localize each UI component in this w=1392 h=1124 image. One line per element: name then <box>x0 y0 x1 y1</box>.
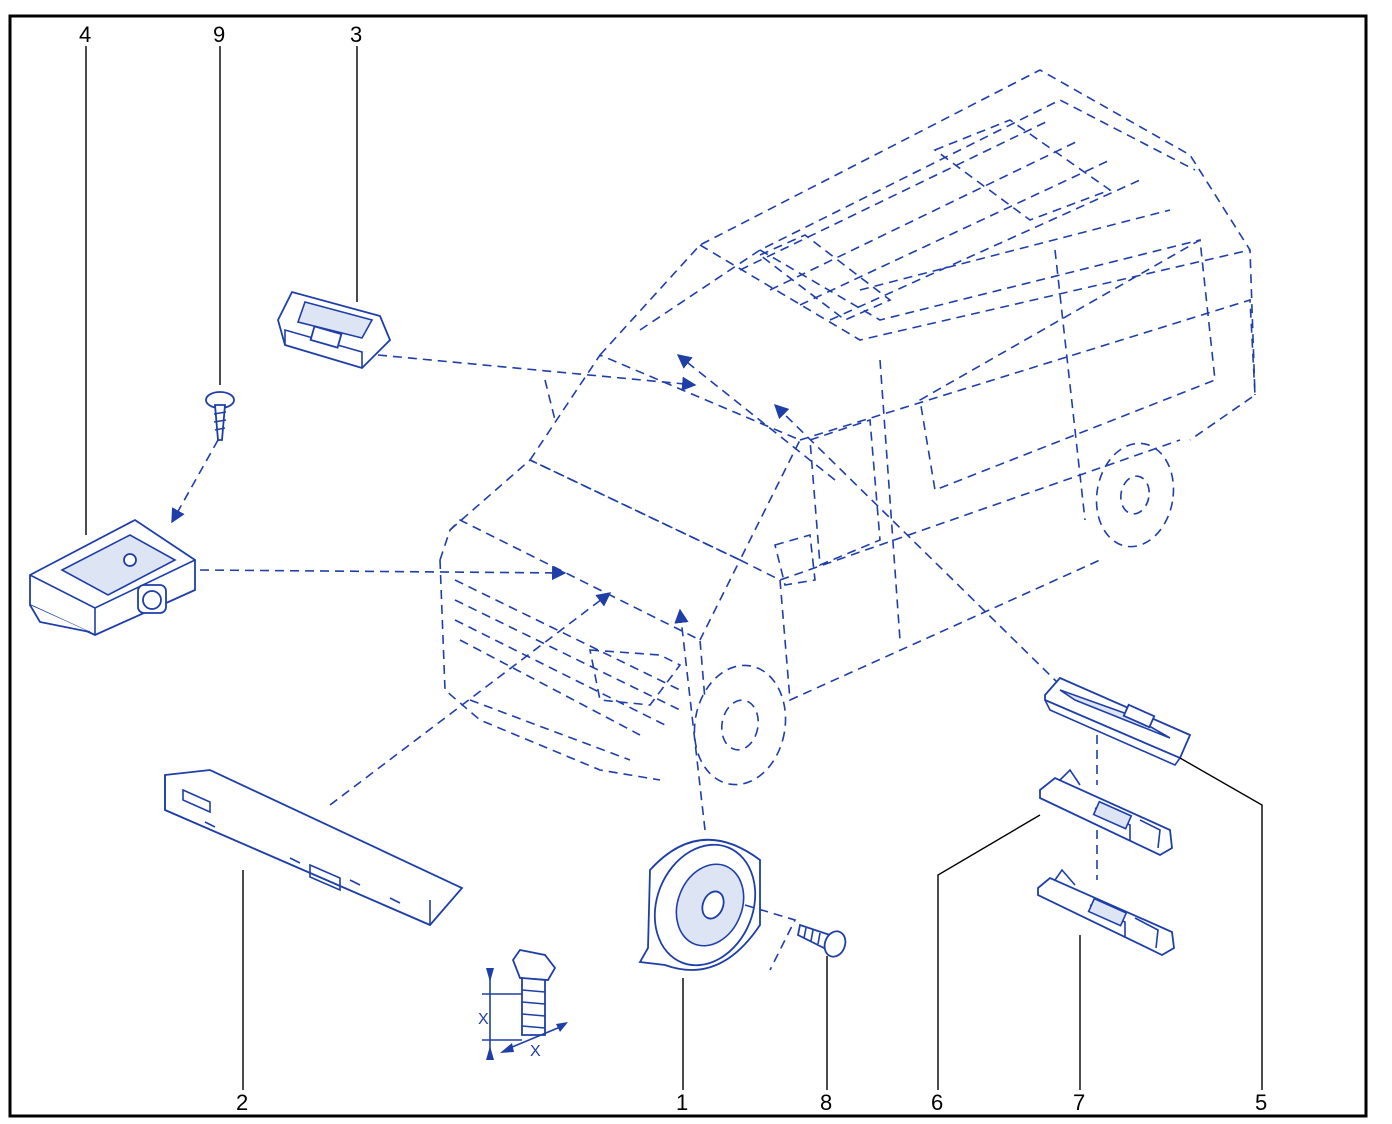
dimension-label-x-vertical: X <box>478 1011 489 1028</box>
mounting-bolt-dimension: X X <box>478 949 568 1060</box>
part-1-loudspeaker <box>638 838 797 971</box>
callout-9: 9 <box>213 22 225 47</box>
callout-7: 7 <box>1073 1090 1085 1115</box>
part-2-electronic-unit <box>164 769 464 927</box>
callout-2: 2 <box>236 1090 248 1115</box>
dimension-label-x-diagonal: X <box>530 1043 541 1060</box>
part-3-control-module <box>277 290 392 370</box>
callout-5: 5 <box>1255 1090 1267 1115</box>
callout-6: 6 <box>931 1090 943 1115</box>
part-5-lamp-housing <box>1044 676 1192 766</box>
callout-leaders <box>85 46 1263 1090</box>
callout-8: 8 <box>820 1090 832 1115</box>
callout-1: 1 <box>676 1090 688 1115</box>
installation-arrows <box>171 354 1098 880</box>
callout-numbers: 4 9 3 2 1 8 6 7 5 <box>79 22 1267 1115</box>
part-4-antenna-module <box>29 518 196 636</box>
part-7-lamp <box>1037 868 1175 957</box>
part-6-lamp <box>1039 768 1173 857</box>
part-9-screw <box>205 391 235 441</box>
van-outline <box>439 69 1256 786</box>
part-8-screw <box>796 923 847 958</box>
callout-3: 3 <box>350 22 362 47</box>
diagram-frame <box>8 14 1368 1118</box>
callout-4: 4 <box>79 22 91 47</box>
